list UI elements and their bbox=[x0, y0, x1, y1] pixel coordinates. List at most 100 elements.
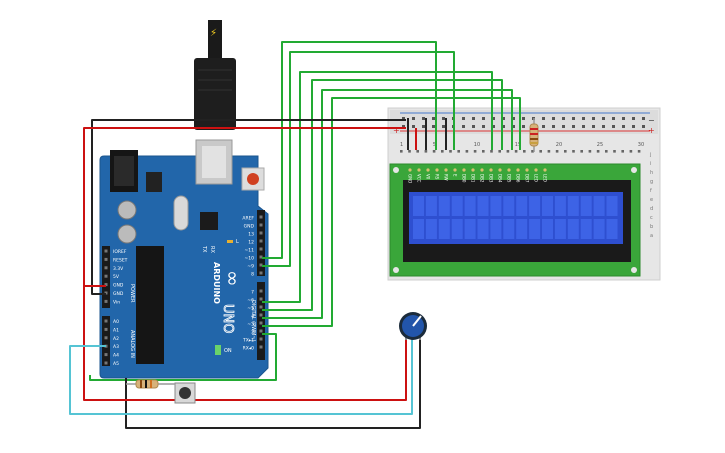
lcd-pin-label: LED bbox=[534, 174, 539, 182]
uno-label: UNO bbox=[220, 304, 235, 333]
lcd-cell bbox=[425, 219, 437, 239]
header-pin[interactable] bbox=[259, 239, 263, 243]
rail-hole bbox=[562, 117, 565, 120]
column-number: 15 bbox=[515, 142, 521, 148]
digital-pin-label: RX◂0 bbox=[243, 346, 254, 352]
header-pin[interactable] bbox=[104, 249, 108, 253]
header-pin[interactable] bbox=[259, 337, 263, 341]
rail-hole bbox=[552, 117, 555, 120]
header-pin[interactable] bbox=[259, 215, 263, 219]
digital-pin-label: ~9 bbox=[247, 264, 254, 270]
lcd-pin-label: V0 bbox=[426, 174, 431, 180]
column-number: 10 bbox=[474, 142, 480, 148]
breadboard-hole bbox=[457, 150, 460, 153]
breadboard-hole bbox=[514, 150, 518, 153]
header-pin[interactable] bbox=[104, 361, 108, 365]
rail-hole bbox=[592, 117, 595, 120]
header-pin[interactable] bbox=[259, 247, 263, 251]
lcd-pin bbox=[462, 168, 466, 172]
header-pin[interactable] bbox=[259, 289, 263, 293]
breadboard-hole bbox=[531, 150, 534, 153]
power-pin-label: GND bbox=[113, 291, 124, 297]
pushbutton[interactable] bbox=[174, 382, 196, 404]
header-pin[interactable] bbox=[259, 345, 263, 349]
lcd-cell bbox=[438, 196, 450, 216]
header-pin[interactable] bbox=[259, 223, 263, 227]
header-pin[interactable] bbox=[259, 231, 263, 235]
wire-green-rs[interactable] bbox=[262, 41, 437, 259]
header-pin[interactable] bbox=[104, 274, 108, 278]
header-pin[interactable] bbox=[259, 329, 263, 333]
resistor-lcd[interactable] bbox=[529, 118, 539, 152]
row-letter: f bbox=[650, 188, 652, 194]
rail-hole bbox=[642, 125, 645, 128]
header-pin[interactable] bbox=[104, 336, 108, 340]
resistor-button[interactable] bbox=[126, 379, 175, 389]
power-pin-label: 5V bbox=[113, 274, 120, 280]
header-pin[interactable] bbox=[104, 283, 108, 287]
breadboard-hole bbox=[498, 150, 501, 153]
lcd-cell bbox=[503, 219, 515, 239]
rail-hole bbox=[442, 117, 445, 120]
breadboard-hole bbox=[629, 150, 633, 153]
header-pin[interactable] bbox=[104, 319, 108, 323]
header-pin[interactable] bbox=[259, 297, 263, 301]
lcd-cell bbox=[451, 196, 463, 216]
rail-hole bbox=[502, 117, 505, 120]
lcd-cell bbox=[503, 196, 515, 216]
breadboard-hole bbox=[482, 150, 485, 153]
wire-black-gnd[interactable] bbox=[91, 119, 406, 295]
wire-red-pot[interactable] bbox=[83, 286, 407, 401]
lcd-pin bbox=[507, 168, 511, 172]
rail-hole bbox=[572, 125, 575, 128]
analog-pin-label: A1 bbox=[113, 327, 119, 333]
wire-green-db5[interactable] bbox=[262, 79, 503, 311]
wire-cyan-a3[interactable] bbox=[69, 340, 413, 415]
header-pin[interactable] bbox=[104, 299, 108, 303]
rail-hole bbox=[512, 125, 515, 128]
breadboard-hole bbox=[613, 150, 616, 153]
wire-black-pot[interactable] bbox=[125, 340, 421, 429]
wires[interactable] bbox=[69, 41, 521, 429]
header-pin[interactable] bbox=[259, 263, 263, 267]
rail-holes bbox=[402, 117, 645, 128]
wire-green-db7[interactable] bbox=[262, 97, 521, 327]
arduino-uno[interactable]: ⚡ L ON TX RX ARDUINO ∞ UNO bbox=[99, 20, 269, 379]
lcd-cell bbox=[490, 219, 502, 239]
lcd-pin-label: DB2 bbox=[480, 174, 485, 183]
header-pin[interactable] bbox=[259, 313, 263, 317]
lcd-pin-label: DB0 bbox=[462, 174, 467, 183]
header-pin[interactable] bbox=[259, 255, 263, 259]
header-pin[interactable] bbox=[259, 271, 263, 275]
digital-pin-label: 4 bbox=[251, 314, 254, 320]
usb-plug bbox=[194, 58, 236, 130]
lcd-pin-label: DB5 bbox=[507, 174, 512, 183]
breadboard-hole bbox=[490, 150, 493, 153]
rail-hole bbox=[442, 125, 445, 128]
breadboard-hole bbox=[564, 150, 567, 153]
header-pin[interactable] bbox=[104, 266, 108, 270]
header-pin[interactable] bbox=[104, 257, 108, 261]
wire-red-5v[interactable] bbox=[83, 127, 406, 287]
potentiometer[interactable] bbox=[399, 312, 427, 340]
lcd-cell bbox=[529, 196, 541, 216]
rail-plus-label-right: + bbox=[648, 126, 655, 135]
usb-chip bbox=[200, 212, 218, 230]
header-pin[interactable] bbox=[104, 327, 108, 331]
rail-hole bbox=[522, 125, 525, 128]
wire-green-e[interactable] bbox=[262, 51, 455, 267]
lcd-cell bbox=[567, 196, 579, 216]
lcd-pin-label: RS bbox=[435, 174, 440, 180]
wire-green-db6[interactable] bbox=[262, 89, 513, 319]
lcd-cell bbox=[580, 219, 592, 239]
wire-green-5[interactable] bbox=[89, 333, 277, 381]
header-pin[interactable] bbox=[259, 305, 263, 309]
breadboard-hole bbox=[473, 150, 477, 153]
header-pin[interactable] bbox=[104, 353, 108, 357]
header-pin[interactable] bbox=[259, 321, 263, 325]
rail-hole bbox=[592, 125, 595, 128]
rail-hole bbox=[462, 117, 465, 120]
